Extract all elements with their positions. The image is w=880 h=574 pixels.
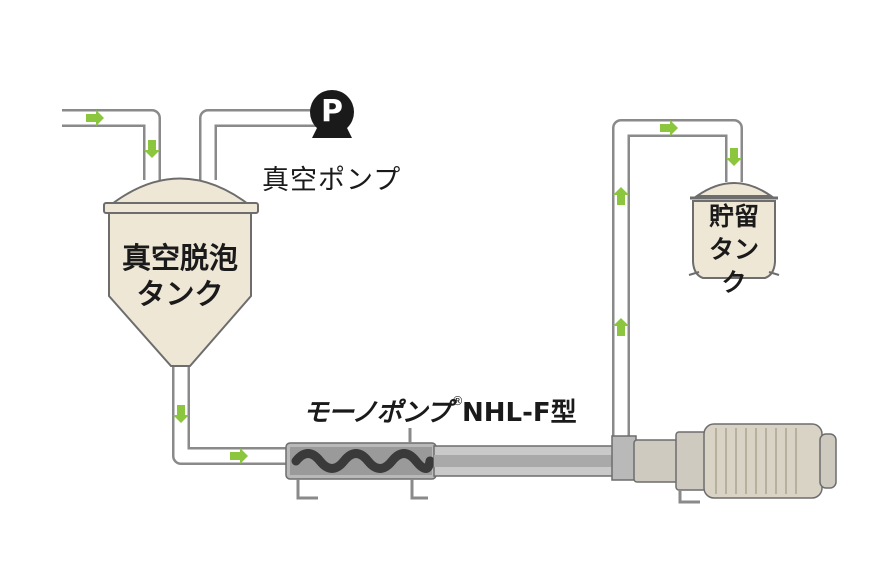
flow-arrow-icon [726,148,742,166]
mono-pump [285,423,837,504]
flow-arrow-icon [144,140,160,158]
vacuum-pump-icon [310,90,354,138]
tank-outlet-pipe [172,365,300,465]
flow-arrow-icon [660,120,678,136]
deaeration-tank [103,177,259,367]
brand-name-text: モーノポンプ [303,398,452,428]
registered-mark: ® [451,394,464,408]
storage-tank-label-line2: タンク [708,235,759,297]
inlet-pipe [62,109,161,180]
storage-tank [688,182,780,279]
deaeration-tank-label-line2: タンク [136,277,224,311]
flow-arrow-icon [613,318,629,336]
flow-arrow-icon [86,110,104,126]
rotor [291,449,435,473]
model-name: NHL-F型 [462,398,577,428]
vacuum-pump-symbol-letter: P [321,94,343,129]
motor [703,423,823,499]
deaeration-tank-label: 真空脱泡 タンク [110,240,250,312]
deaeration-tank-label-line1: 真空脱泡 [121,241,238,275]
storage-tank-label-line1: 貯留 [708,202,759,231]
flow-arrows [86,110,742,464]
vacuum-pump-label: 真空ポンプ [262,165,402,196]
storage-tank-label: 貯留 タンク [697,200,771,299]
flow-arrow-icon [173,405,189,423]
flow-arrow-icon [230,448,248,464]
brand-name: モーノポンプ® [303,392,464,429]
flow-arrow-icon [613,187,629,205]
